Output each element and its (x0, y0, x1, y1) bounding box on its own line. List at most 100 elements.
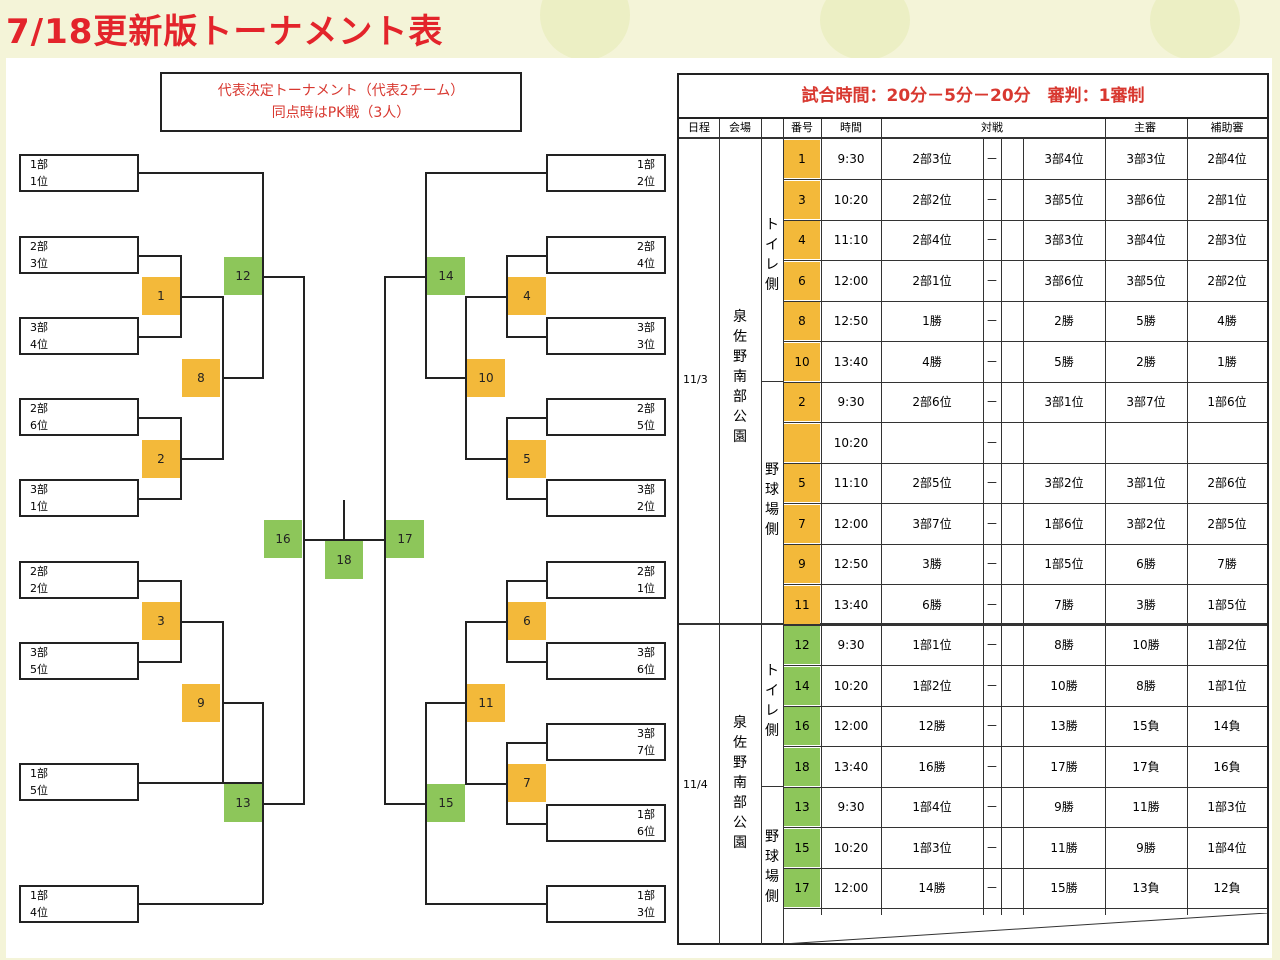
assistant-referee: 2部4位 (1207, 152, 1247, 166)
match-node: 10 (467, 359, 505, 397)
referee: 6勝 (1136, 557, 1156, 571)
table-line (679, 623, 1267, 625)
table-row-line (783, 219, 1267, 221)
match-node: 11 (467, 684, 505, 722)
bracket-line (506, 417, 547, 419)
referee: 3部6位 (1126, 192, 1166, 207)
background-ball-decoration (1150, 0, 1240, 60)
match-time: 9:30 (837, 395, 865, 409)
table-line (1023, 139, 1024, 915)
bracket-line (262, 803, 304, 805)
table-row-line (783, 260, 1267, 261)
team-2: 3部5位 (1044, 192, 1084, 207)
team-2: 5勝 (1054, 354, 1074, 369)
day1-date: 11/3 (683, 373, 708, 386)
header-date: 日程 (688, 121, 710, 134)
assistant-referee: 4勝 (1217, 314, 1237, 328)
match-number: 9 (784, 545, 820, 583)
match-node: 14 (427, 257, 465, 295)
bracket-line (139, 172, 263, 174)
bracket-line (506, 336, 547, 338)
table-row-line (783, 462, 1267, 464)
versus-dash: － (985, 881, 998, 895)
versus-dash: － (985, 152, 998, 166)
team-2: 3部6位 (1044, 273, 1084, 288)
assistant-referee: 1勝 (1217, 354, 1237, 369)
match-time: 11:10 (833, 476, 869, 490)
match-time: 9:30 (837, 800, 865, 814)
team-2: 3部2位 (1044, 476, 1084, 490)
table-line (881, 119, 882, 915)
table-row-line (783, 786, 1267, 788)
match-number: 12 (784, 626, 820, 664)
versus-dash: － (985, 557, 998, 571)
versus-dash: － (985, 314, 998, 328)
header-match: 対戦 (981, 121, 1003, 134)
bracket-line (425, 702, 427, 904)
bracket-line (506, 823, 547, 825)
team-2 (1023, 423, 1105, 463)
table-row-line (783, 381, 1267, 383)
table-line (821, 119, 822, 915)
bracket-line (139, 782, 263, 784)
referee: 2勝 (1136, 354, 1156, 369)
referee: 3部5位 (1126, 273, 1166, 288)
team-2: 9勝 (1054, 800, 1074, 814)
table-row-line (783, 503, 1267, 504)
team-1: 3部7位 (912, 516, 952, 531)
team-1: 1部3位 (912, 840, 952, 855)
bracket-line (181, 621, 223, 623)
match-number: 11 (784, 585, 820, 624)
team-2: 1部5位 (1044, 557, 1084, 571)
match-node: 12 (224, 257, 262, 295)
versus-dash: － (985, 476, 998, 490)
table-line (1187, 119, 1188, 915)
team-2: 11勝 (1050, 840, 1078, 855)
bracket-line (343, 500, 345, 540)
bracket-line (303, 539, 385, 541)
team-1: 16勝 (918, 759, 946, 774)
match-node: 2 (142, 440, 180, 478)
match-node: 9 (182, 684, 220, 722)
team-2: 1部6位 (1044, 516, 1084, 531)
match-number: 18 (784, 747, 820, 786)
match-node: 4 (508, 277, 546, 315)
table-row-line (783, 746, 1267, 747)
header-time: 時間 (840, 121, 862, 134)
bracket-line (262, 172, 264, 379)
bracket-line (384, 803, 426, 805)
match-node: 7 (508, 764, 546, 802)
table-line (762, 381, 784, 382)
assistant-referee: 1部1位 (1207, 678, 1247, 693)
referee: 15負 (1132, 719, 1160, 733)
bottom-slash (783, 913, 1267, 945)
bracket-line (181, 296, 223, 298)
match-time: 12:00 (833, 719, 869, 733)
match-time: 10:20 (833, 678, 869, 693)
table-line (762, 786, 784, 787)
bracket-title-box: 代表決定トーナメント（代表2チーム） 同点時はPK戦（3人） (160, 72, 522, 132)
team-2: 15勝 (1050, 881, 1078, 895)
assistant-referee: 2部2位 (1207, 273, 1247, 288)
assistant-referee: 7勝 (1217, 557, 1237, 571)
table-row-line (783, 908, 1267, 909)
bracket-line (139, 255, 181, 257)
team-1 (881, 423, 983, 463)
team-1: 14勝 (918, 881, 946, 895)
bracket-line (181, 458, 223, 460)
versus-dash: － (985, 354, 998, 369)
bracket-line (384, 276, 386, 805)
match-number: 16 (784, 707, 820, 745)
table-row-line (783, 867, 1267, 869)
match-number: 7 (784, 504, 820, 543)
bracket-line (506, 417, 508, 500)
match-time: 13:40 (833, 597, 869, 612)
team-1: 2部5位 (912, 476, 952, 490)
referee: 3部7位 (1126, 395, 1166, 409)
